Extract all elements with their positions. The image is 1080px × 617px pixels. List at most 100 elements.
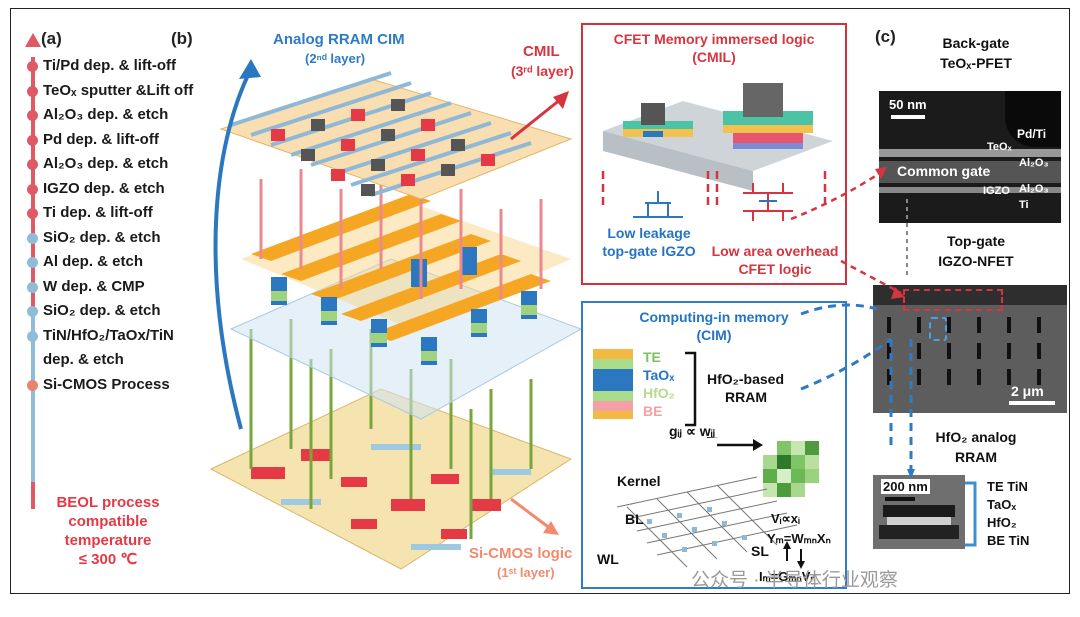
beol-line-3: temperature bbox=[64, 532, 152, 549]
cmos-layer-plate bbox=[209, 388, 573, 570]
nfet-column bbox=[1007, 369, 1011, 385]
process-step-text: TeOₓ sputter &Lift off bbox=[43, 81, 194, 99]
crossbar-lines bbox=[616, 476, 798, 568]
bl-label: BL bbox=[625, 511, 644, 527]
sl-label: SL bbox=[751, 543, 769, 559]
process-step-text: W dep. & CMP bbox=[43, 277, 145, 295]
nfet-column bbox=[1037, 343, 1041, 359]
red-dashed-arrowhead-2-icon bbox=[891, 287, 905, 299]
equation-1: Vᵢ∝xᵢ bbox=[771, 511, 800, 526]
process-step-dot bbox=[27, 281, 38, 293]
rram-legend-1: TE TiN bbox=[987, 479, 1028, 494]
cmos-circuits bbox=[251, 444, 531, 550]
process-step-text: Al₂O₃ dep. & etch bbox=[43, 155, 169, 172]
stack-te: TE bbox=[643, 349, 661, 365]
nfet-column bbox=[977, 369, 981, 385]
stack-hfo2: HfO₂ bbox=[643, 385, 675, 401]
cim-box: Computing-in memory (CIM) TE TaOₓ HfO₂ B… bbox=[581, 301, 847, 589]
nfet-column bbox=[917, 343, 921, 359]
cmil-left-line-1: Low leakage bbox=[607, 225, 691, 241]
process-step-dot bbox=[27, 183, 38, 195]
rram-pillars bbox=[271, 247, 537, 365]
cfet-symbol-icon bbox=[743, 183, 793, 221]
nfet-highlight-box bbox=[903, 289, 1003, 311]
watermark: 公众号 · 半导体行业观察 bbox=[691, 570, 898, 591]
arrow-down-icon bbox=[797, 561, 805, 569]
crossbar-array bbox=[616, 437, 819, 569]
cmil-box: CFET Memory immersed logic (CMIL) bbox=[581, 23, 847, 285]
process-step-text: Al dep. & etch bbox=[43, 253, 144, 270]
blue-arrowhead-icon bbox=[239, 59, 261, 79]
cmil-layer bbox=[219, 71, 573, 200]
rram-sem-image: 200 nm bbox=[873, 475, 965, 549]
red-arrowhead-icon bbox=[553, 91, 569, 109]
rram-label-1: HfO₂-based bbox=[707, 371, 785, 387]
nfet-column bbox=[947, 369, 951, 385]
nfet-scale-bar bbox=[1009, 401, 1055, 405]
blue-dashed-arrowhead-icon bbox=[907, 469, 915, 479]
nfet-blue-callout bbox=[929, 317, 947, 341]
al2o3-label-b: Al₂O₃ bbox=[1019, 183, 1049, 195]
cfet-3d-model bbox=[601, 83, 833, 221]
process-step-dot bbox=[27, 85, 38, 97]
rram-legend-2: TaOₓ bbox=[987, 497, 1017, 512]
process-step-dot bbox=[27, 61, 38, 72]
pfet-scale-bar bbox=[891, 115, 925, 119]
connector-arrows bbox=[790, 167, 915, 479]
process-step-text: Ti dep. & lift-off bbox=[43, 204, 153, 221]
cmil-cells bbox=[271, 99, 495, 196]
stack-bracket-icon bbox=[685, 351, 697, 427]
rram-layer-sub: (2ⁿᵈ layer) bbox=[305, 51, 366, 66]
nfet-column bbox=[1007, 317, 1011, 333]
process-step-dot bbox=[27, 232, 38, 244]
rram-cell-stack bbox=[593, 349, 633, 419]
process-step-text: SiO₂ dep. & etch bbox=[43, 228, 161, 246]
nfet-sem-image: 2 μm bbox=[873, 285, 1067, 413]
3d-stack-illustration bbox=[209, 59, 581, 570]
nfet-column bbox=[1037, 317, 1041, 333]
rram-layer-title: Analog RRAM CIM bbox=[273, 31, 405, 48]
process-step-dot bbox=[27, 110, 38, 121]
nfet-column bbox=[917, 317, 921, 333]
red-dashed-connectors bbox=[790, 169, 902, 295]
process-step-dot bbox=[27, 257, 38, 268]
panel-b-label: (b) bbox=[171, 29, 193, 48]
current-arrows bbox=[786, 549, 802, 561]
beol-line-2: compatible bbox=[68, 513, 148, 530]
cmil-lines bbox=[230, 71, 532, 197]
rram-legend-4: BE TiN bbox=[987, 533, 1030, 548]
cmos-layer-title: Si-CMOS logic bbox=[469, 545, 573, 562]
common-gate-band bbox=[879, 161, 1061, 183]
rram-sem-stack-top bbox=[883, 505, 955, 517]
stack-be: BE bbox=[643, 403, 663, 419]
rram-sem-stack-bottom bbox=[879, 525, 959, 539]
process-step-text: IGZO dep. & etch bbox=[43, 179, 165, 197]
beol-line-1: BEOL process bbox=[56, 494, 160, 511]
rram-label-2: RRAM bbox=[725, 389, 767, 405]
cfet-right-device bbox=[723, 83, 813, 149]
process-step-dot bbox=[27, 159, 38, 170]
cfet-left-device bbox=[623, 103, 693, 137]
rram-sem-title-1: HfO₂ analog bbox=[935, 429, 1017, 445]
rram-scale-bar bbox=[885, 497, 915, 501]
nfet-column bbox=[887, 317, 891, 333]
pink-vias bbox=[259, 169, 543, 299]
red-dashed-arrowhead-1-icon bbox=[875, 167, 887, 179]
nfet-column bbox=[1007, 343, 1011, 359]
rram-legend-bracket-icon bbox=[965, 481, 977, 547]
nfet-column bbox=[947, 343, 951, 359]
nfet-scale-label: 2 μm bbox=[1011, 383, 1044, 399]
process-step-text: TiN/HfO₂/TaOx/TiN bbox=[43, 326, 174, 344]
nfet-column bbox=[977, 343, 981, 359]
flow-arrowhead-icon bbox=[25, 33, 41, 47]
nfet-column bbox=[887, 343, 891, 359]
cmil-layer-sub: (3ʳᵈ layer) bbox=[511, 63, 574, 79]
process-step-text: dep. & etch bbox=[43, 351, 124, 368]
ti-label: Ti bbox=[1019, 199, 1029, 211]
panel-a-label: (a) bbox=[41, 29, 62, 48]
teox-band bbox=[879, 149, 1061, 157]
beol-line-4: ≤ 300 ℃ bbox=[78, 551, 138, 568]
orange-arrow bbox=[510, 497, 552, 531]
equation-2: Yₘ=WₘₙXₙ bbox=[767, 531, 831, 546]
nfet-title-2: IGZO-NFET bbox=[938, 253, 1014, 269]
